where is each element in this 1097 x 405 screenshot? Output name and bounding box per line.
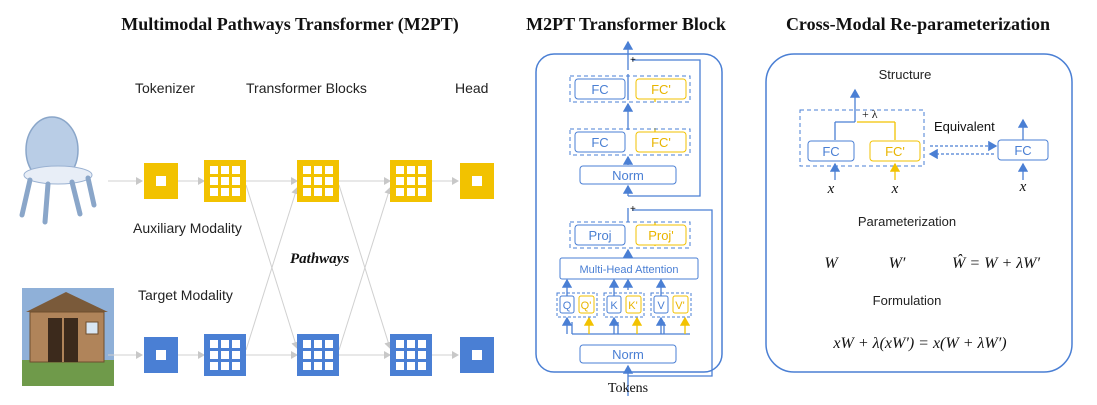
w-prime-term: W′ (889, 255, 906, 272)
head-label: Head (455, 80, 488, 96)
parameterization-label: Parameterization (858, 214, 956, 229)
k-box (606, 295, 622, 314)
panel2-title: M2PT Transformer Block (526, 14, 726, 34)
pathways-label: Pathways (290, 251, 349, 267)
proj-prime-box (635, 224, 687, 246)
proj-group (569, 221, 691, 249)
yellow-transformer-block-2 (297, 160, 339, 202)
transformer-blocks-label: Transformer Blocks (246, 80, 367, 96)
w-hat-equation: Ŵ = W + λW′ (952, 253, 1041, 272)
fc-prime-box-2 (635, 131, 687, 153)
x-input-3: x (1019, 179, 1027, 195)
reparam-frame (765, 53, 1073, 373)
v-label: V (657, 300, 665, 312)
norm-box-lower (579, 344, 677, 364)
yellow-transformer-block-1 (204, 160, 246, 202)
plus-mid: + (630, 204, 636, 215)
q-box (559, 295, 575, 314)
norm-label-lower: Norm (612, 347, 644, 362)
fc-prime-label-2: FC' (651, 135, 671, 150)
chair-image (19, 116, 97, 225)
reparam-fc-prime-label: FC' (885, 144, 905, 159)
blue-tokenizer-block (144, 337, 178, 373)
tokens-label: Tokens (608, 381, 648, 396)
auxiliary-modality-label: Auxiliary Modality (133, 220, 242, 236)
reparam-fc-prime-box (869, 140, 921, 162)
fc-group-2 (569, 128, 691, 156)
q-label: Q (563, 300, 572, 312)
fc-box-2 (574, 131, 626, 153)
fc-box-top (574, 78, 626, 100)
fc-prime-label-top: FC' (651, 82, 671, 97)
structure-label: Structure (879, 67, 932, 82)
yellow-transformer-block-3 (390, 160, 432, 202)
x-input-1: x (827, 181, 835, 197)
merged-fc-label: FC (1014, 143, 1031, 158)
structure-lines (829, 88, 1029, 180)
q-prime-box (578, 295, 595, 314)
pathway-lines (108, 177, 459, 359)
blue-transformer-block-2 (297, 334, 339, 376)
proj-prime-label: Proj' (648, 228, 674, 243)
shed-image (22, 288, 114, 386)
v-group (650, 292, 692, 318)
tokenizer-label: Tokenizer (135, 80, 195, 96)
v-prime-box (672, 295, 689, 314)
yellow-tokenizer-block (144, 163, 178, 199)
structure-group (799, 109, 925, 167)
plus-lambda: + λ (862, 107, 878, 121)
w-term: W (824, 255, 839, 272)
plus-top: + (630, 55, 636, 66)
k-prime-box (625, 295, 642, 314)
blue-head-block (460, 337, 494, 373)
blue-transformer-block-3 (390, 334, 432, 376)
v-prime-label: V' (675, 300, 684, 312)
q-prime-label: Q' (581, 300, 592, 312)
equivalent-label: Equivalent (934, 119, 995, 134)
fc-group-top (569, 75, 691, 103)
mha-box (559, 257, 699, 280)
target-modality-label: Target Modality (138, 287, 233, 303)
norm-label-upper: Norm (612, 168, 644, 183)
fc-prime-box-top (635, 78, 687, 100)
k-prime-label: K' (628, 300, 637, 312)
proj-label: Proj (588, 228, 611, 243)
panel1-title: Multimodal Pathways Transformer (M2PT) (121, 14, 458, 35)
v-box (653, 295, 669, 314)
x-input-2: x (891, 181, 899, 197)
formulation-equation: xW + λ(xW′) = x(W + λW′) (832, 335, 1006, 352)
norm-box-upper (579, 165, 677, 185)
mha-label: Multi-Head Attention (579, 264, 678, 276)
panel3-title: Cross-Modal Re-parameterization (786, 14, 1050, 34)
fc-label-2: FC (591, 135, 608, 150)
formulation-label: Formulation (873, 293, 942, 308)
fc-label-top: FC (591, 82, 608, 97)
reparam-fc-box (807, 140, 855, 162)
proj-box (574, 224, 626, 246)
merged-fc-box (997, 139, 1049, 161)
yellow-head-block (460, 163, 494, 199)
k-group (603, 292, 645, 318)
reparam-fc-label: FC (822, 144, 839, 159)
blue-transformer-block-1 (204, 334, 246, 376)
k-label: K (610, 300, 618, 312)
q-group (556, 292, 598, 318)
structure-prime-lines (857, 121, 901, 180)
